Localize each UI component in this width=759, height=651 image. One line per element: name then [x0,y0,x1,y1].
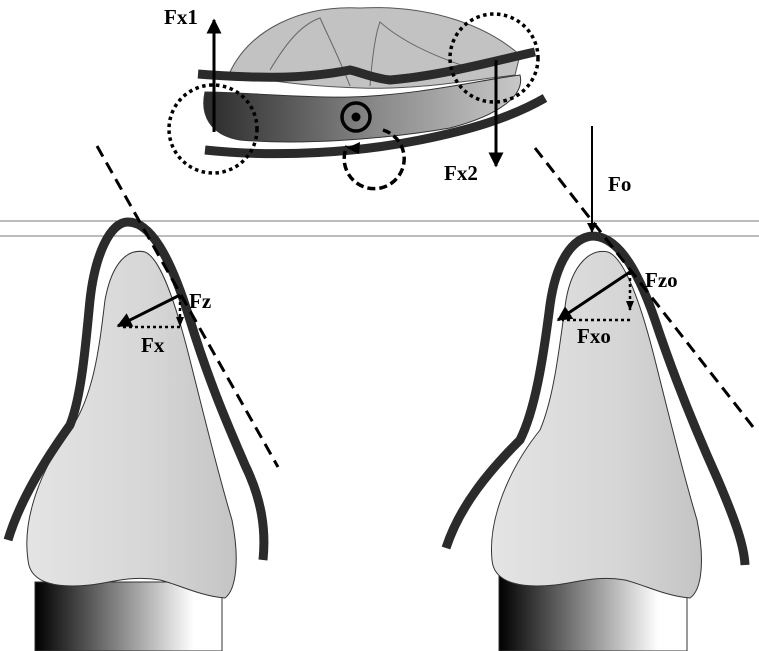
fz-label: Fz [189,289,211,313]
body-ridge-1 [269,17,351,87]
fo-label: Fo [608,172,631,196]
right-tooth-crown [490,250,702,599]
top-section: Fx1 Fx2 [164,5,548,191]
right-aligner-shell [441,231,750,566]
fx2-label: Fx2 [444,161,478,185]
body-lower-shape [203,74,522,143]
left-tooth-base [34,581,223,651]
left-tangent-line [95,145,280,468]
left-aligner-shell [3,217,269,561]
left-tooth-group: Fz Fx [3,145,280,651]
rotation-symbol [340,101,406,191]
upper-wire [197,47,536,85]
right-tooth-group: Fo Fzo Fxo [441,126,759,651]
dotted-circle-right [448,12,540,104]
left-resultant-arrow [116,293,181,328]
fx1-label: Fx1 [164,5,198,29]
lower-wire [204,94,548,159]
fzo-label: Fzo [645,268,678,292]
left-tooth-crown [26,250,237,599]
right-resultant-arrow [556,270,631,322]
fx-label: Fx [141,333,165,357]
fxo-label: Fxo [577,324,611,348]
body-ridge-2 [369,21,471,87]
dotted-circle-left [167,83,259,175]
right-tangent-line [533,147,759,433]
